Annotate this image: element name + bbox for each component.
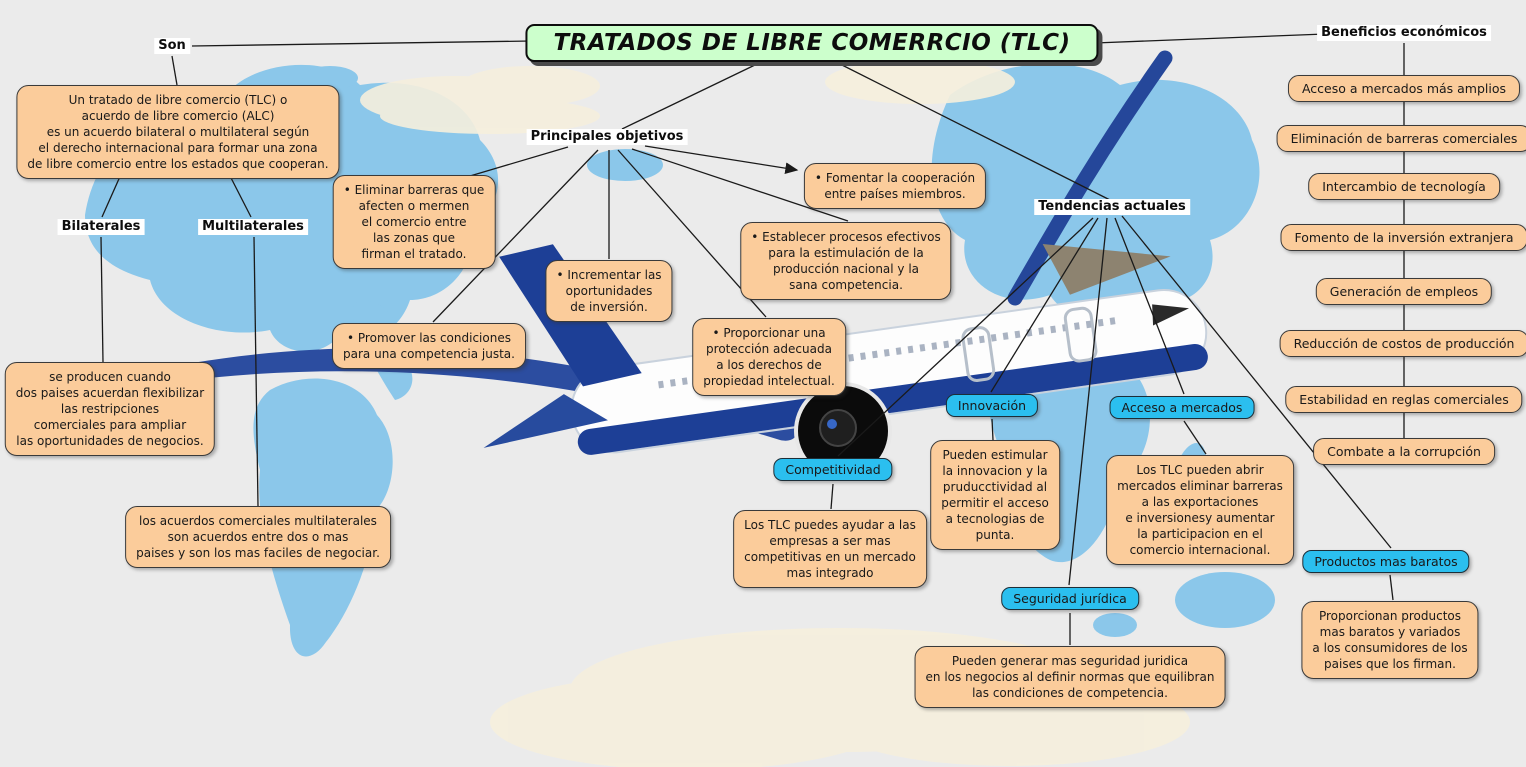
node-objetivo-eliminar-barreras[interactable]: • Eliminar barreras que afecten o mermen… [332, 175, 496, 269]
node-tlc-definition[interactable]: Un tratado de libre comercio (TLC) o acu… [16, 85, 340, 179]
label-principales-objetivos[interactable]: Principales objetivos [526, 129, 688, 145]
airplane-windows [658, 316, 1120, 389]
node-objetivo-establecer-procesos[interactable]: • Establecer procesos efectivos para la … [740, 222, 952, 300]
node-objetivo-promover-condiciones[interactable]: • Promover las condiciones para una comp… [332, 323, 526, 369]
label-son[interactable]: Son [154, 38, 190, 54]
node-beneficio-reduccion-costos[interactable]: Reducción de costos de producción [1279, 330, 1526, 357]
airplane-belly-stripe [577, 343, 1208, 455]
label-multilaterales[interactable]: Multilaterales [198, 219, 308, 235]
node-beneficio-combate-corrupcion[interactable]: Combate a la corrupción [1313, 438, 1495, 465]
node-beneficio-intercambio-tecnologia[interactable]: Intercambio de tecnología [1308, 173, 1500, 200]
node-competitividad-text[interactable]: Los TLC puedes ayudar a las empresas a s… [733, 510, 927, 588]
engine-hub [819, 409, 857, 447]
node-beneficio-fomento-inversion[interactable]: Fomento de la inversión extranjera [1280, 224, 1526, 251]
node-objetivo-incrementar-oportunidades[interactable]: • Incrementar las oportunidades de inver… [545, 260, 673, 322]
label-bilaterales[interactable]: Bilaterales [57, 219, 145, 235]
node-beneficio-estabilidad-reglas[interactable]: Estabilidad en reglas comerciales [1285, 386, 1523, 413]
node-productos-baratos-text[interactable]: Proporcionan productos mas baratos y var… [1301, 601, 1479, 679]
node-multilaterales-definition[interactable]: los acuerdos comerciales multilaterales … [125, 506, 391, 568]
node-beneficio-acceso-mercados[interactable]: Acceso a mercados más amplios [1287, 75, 1521, 102]
node-objetivo-proteccion-intelectual[interactable]: • Proporcionar una protección adecuada a… [692, 318, 846, 396]
label-tendencias-actuales[interactable]: Tendencias actuales [1034, 199, 1190, 215]
node-beneficio-generacion-empleos[interactable]: Generación de empleos [1315, 278, 1493, 305]
engine-glint [827, 419, 837, 429]
node-objetivo-fomentar-cooperacion[interactable]: • Fomentar la cooperación entre países m… [803, 163, 987, 209]
contrail-swoosh [1007, 50, 1173, 306]
node-acceso-mercados-text[interactable]: Los TLC pueden abrir mercados eliminar b… [1106, 455, 1294, 565]
airplane-stabilizer [483, 394, 608, 448]
airplane-door [1063, 306, 1098, 363]
node-innovacion-text[interactable]: Pueden estimular la innovacion y la prud… [930, 440, 1060, 550]
tag-acceso-a-mercados[interactable]: Acceso a mercados [1109, 396, 1255, 419]
airplane-left-wing [95, 348, 797, 441]
airplane-cockpit-window [1152, 304, 1190, 326]
tag-competitividad[interactable]: Competitividad [773, 458, 893, 481]
title-node[interactable]: TRATADOS DE LIBRE COMERRCIO (TLC) [525, 24, 1099, 62]
label-beneficios-economicos[interactable]: Beneficios económicos [1317, 25, 1491, 41]
node-beneficio-eliminacion-barreras[interactable]: Eliminación de barreras comerciales [1276, 125, 1526, 152]
node-seguridad-juridica-text[interactable]: Pueden generar mas seguridad juridica en… [914, 646, 1226, 708]
tag-seguridad-juridica[interactable]: Seguridad jurídica [1001, 587, 1139, 610]
tag-productos-mas-baratos[interactable]: Productos mas baratos [1302, 550, 1470, 573]
node-bilaterales-definition[interactable]: se producen cuando dos paises acuerdan f… [4, 362, 216, 456]
tag-innovacion[interactable]: Innovación [945, 394, 1039, 417]
